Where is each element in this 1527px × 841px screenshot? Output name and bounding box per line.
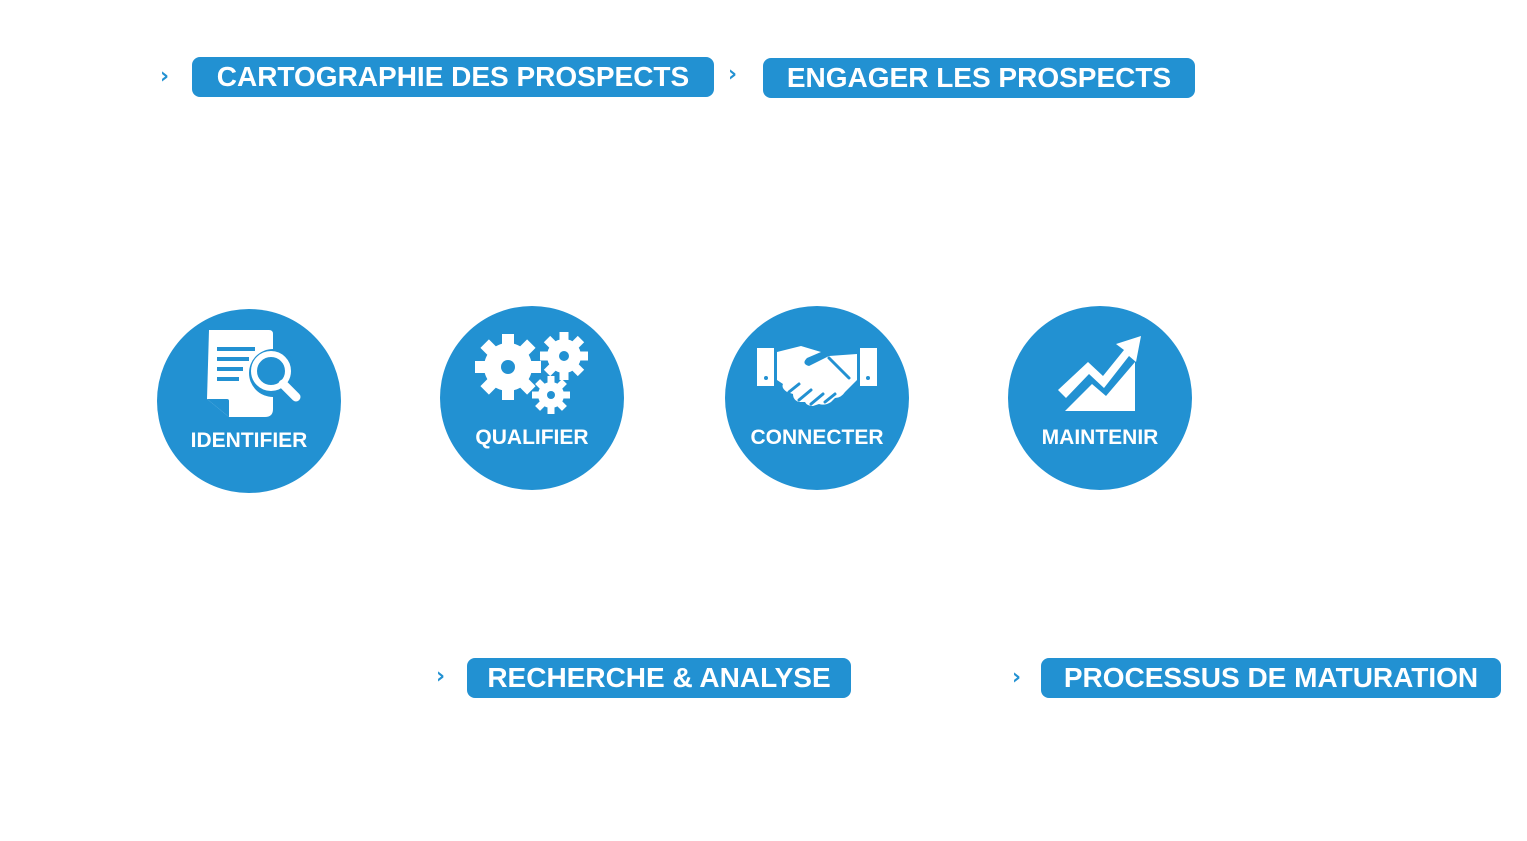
step-maintenir: MAINTENIR <box>1008 306 1192 490</box>
step-label: QUALIFIER <box>475 426 589 449</box>
step-qualifier: QUALIFIER <box>440 306 624 490</box>
chevron-right-icon: › <box>160 64 170 89</box>
phase-label-processus: PROCESSUS DE MATURATION <box>1041 658 1501 698</box>
document-search-icon <box>207 330 301 417</box>
phase-label-engager: ENGAGER LES PROSPECTS <box>763 58 1195 98</box>
chevron-right-icon: › <box>1012 665 1022 690</box>
step-label: MAINTENIR <box>1041 426 1159 449</box>
handshake-icon <box>757 346 877 406</box>
gears-icon <box>475 332 588 414</box>
step-label: CONNECTER <box>750 426 884 449</box>
step-connecter: CONNECTER <box>725 306 909 490</box>
growth-chart-icon <box>1058 336 1141 411</box>
chevron-right-icon: › <box>728 62 738 87</box>
step-label: IDENTIFIER <box>190 429 308 452</box>
step-identifier: IDENTIFIER <box>157 309 341 493</box>
phase-label-cartographie: CARTOGRAPHIE DES PROSPECTS <box>192 57 714 97</box>
phase-label-recherche: RECHERCHE & ANALYSE <box>467 658 851 698</box>
chevron-right-icon: › <box>436 664 446 689</box>
